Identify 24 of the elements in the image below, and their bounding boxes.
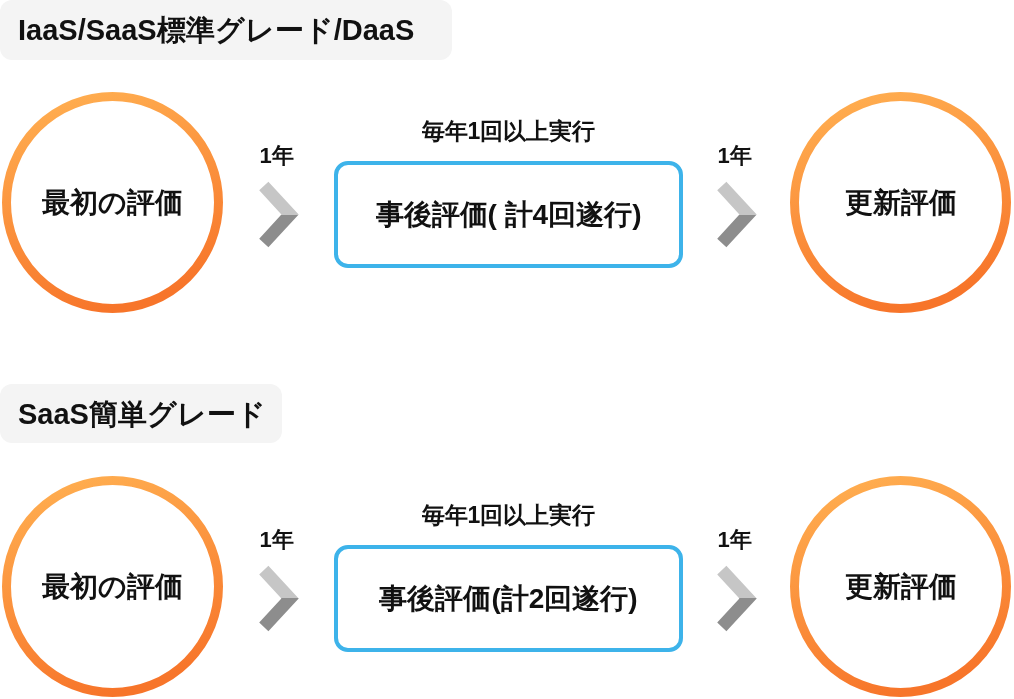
stage-label: 更新評価 bbox=[844, 569, 957, 604]
interval-label: 1年 bbox=[257, 527, 296, 552]
frequency-note: 毎年1回以上実行 bbox=[421, 501, 596, 529]
chevron-arrow bbox=[717, 181, 757, 248]
stage-circle bbox=[790, 92, 1011, 313]
stage-label: 更新評価 bbox=[844, 185, 957, 220]
section-heading: SaaS簡単グレード bbox=[18, 396, 266, 431]
stage-circle bbox=[2, 476, 223, 697]
interval-label: 1年 bbox=[715, 527, 754, 552]
stage-label: 最初の評価 bbox=[42, 185, 183, 220]
interval-label: 1年 bbox=[715, 143, 754, 168]
process-box bbox=[334, 161, 683, 268]
section-heading: IaaS/SaaS標準グレード/DaaS bbox=[18, 13, 415, 47]
process-box bbox=[334, 545, 683, 652]
stage-label: 最初の評価 bbox=[42, 569, 183, 604]
stage-circle bbox=[790, 476, 1011, 697]
chevron-arrow bbox=[259, 565, 299, 632]
interval-label: 1年 bbox=[257, 143, 296, 168]
frequency-note: 毎年1回以上実行 bbox=[421, 117, 596, 145]
chevron-arrow bbox=[717, 565, 757, 632]
stage-circle bbox=[2, 92, 223, 313]
process-label: 事後評価(計2回遂行) bbox=[379, 581, 638, 616]
chevron-arrow bbox=[259, 181, 299, 248]
process-label: 事後評価( 計4回遂行) bbox=[375, 197, 642, 232]
